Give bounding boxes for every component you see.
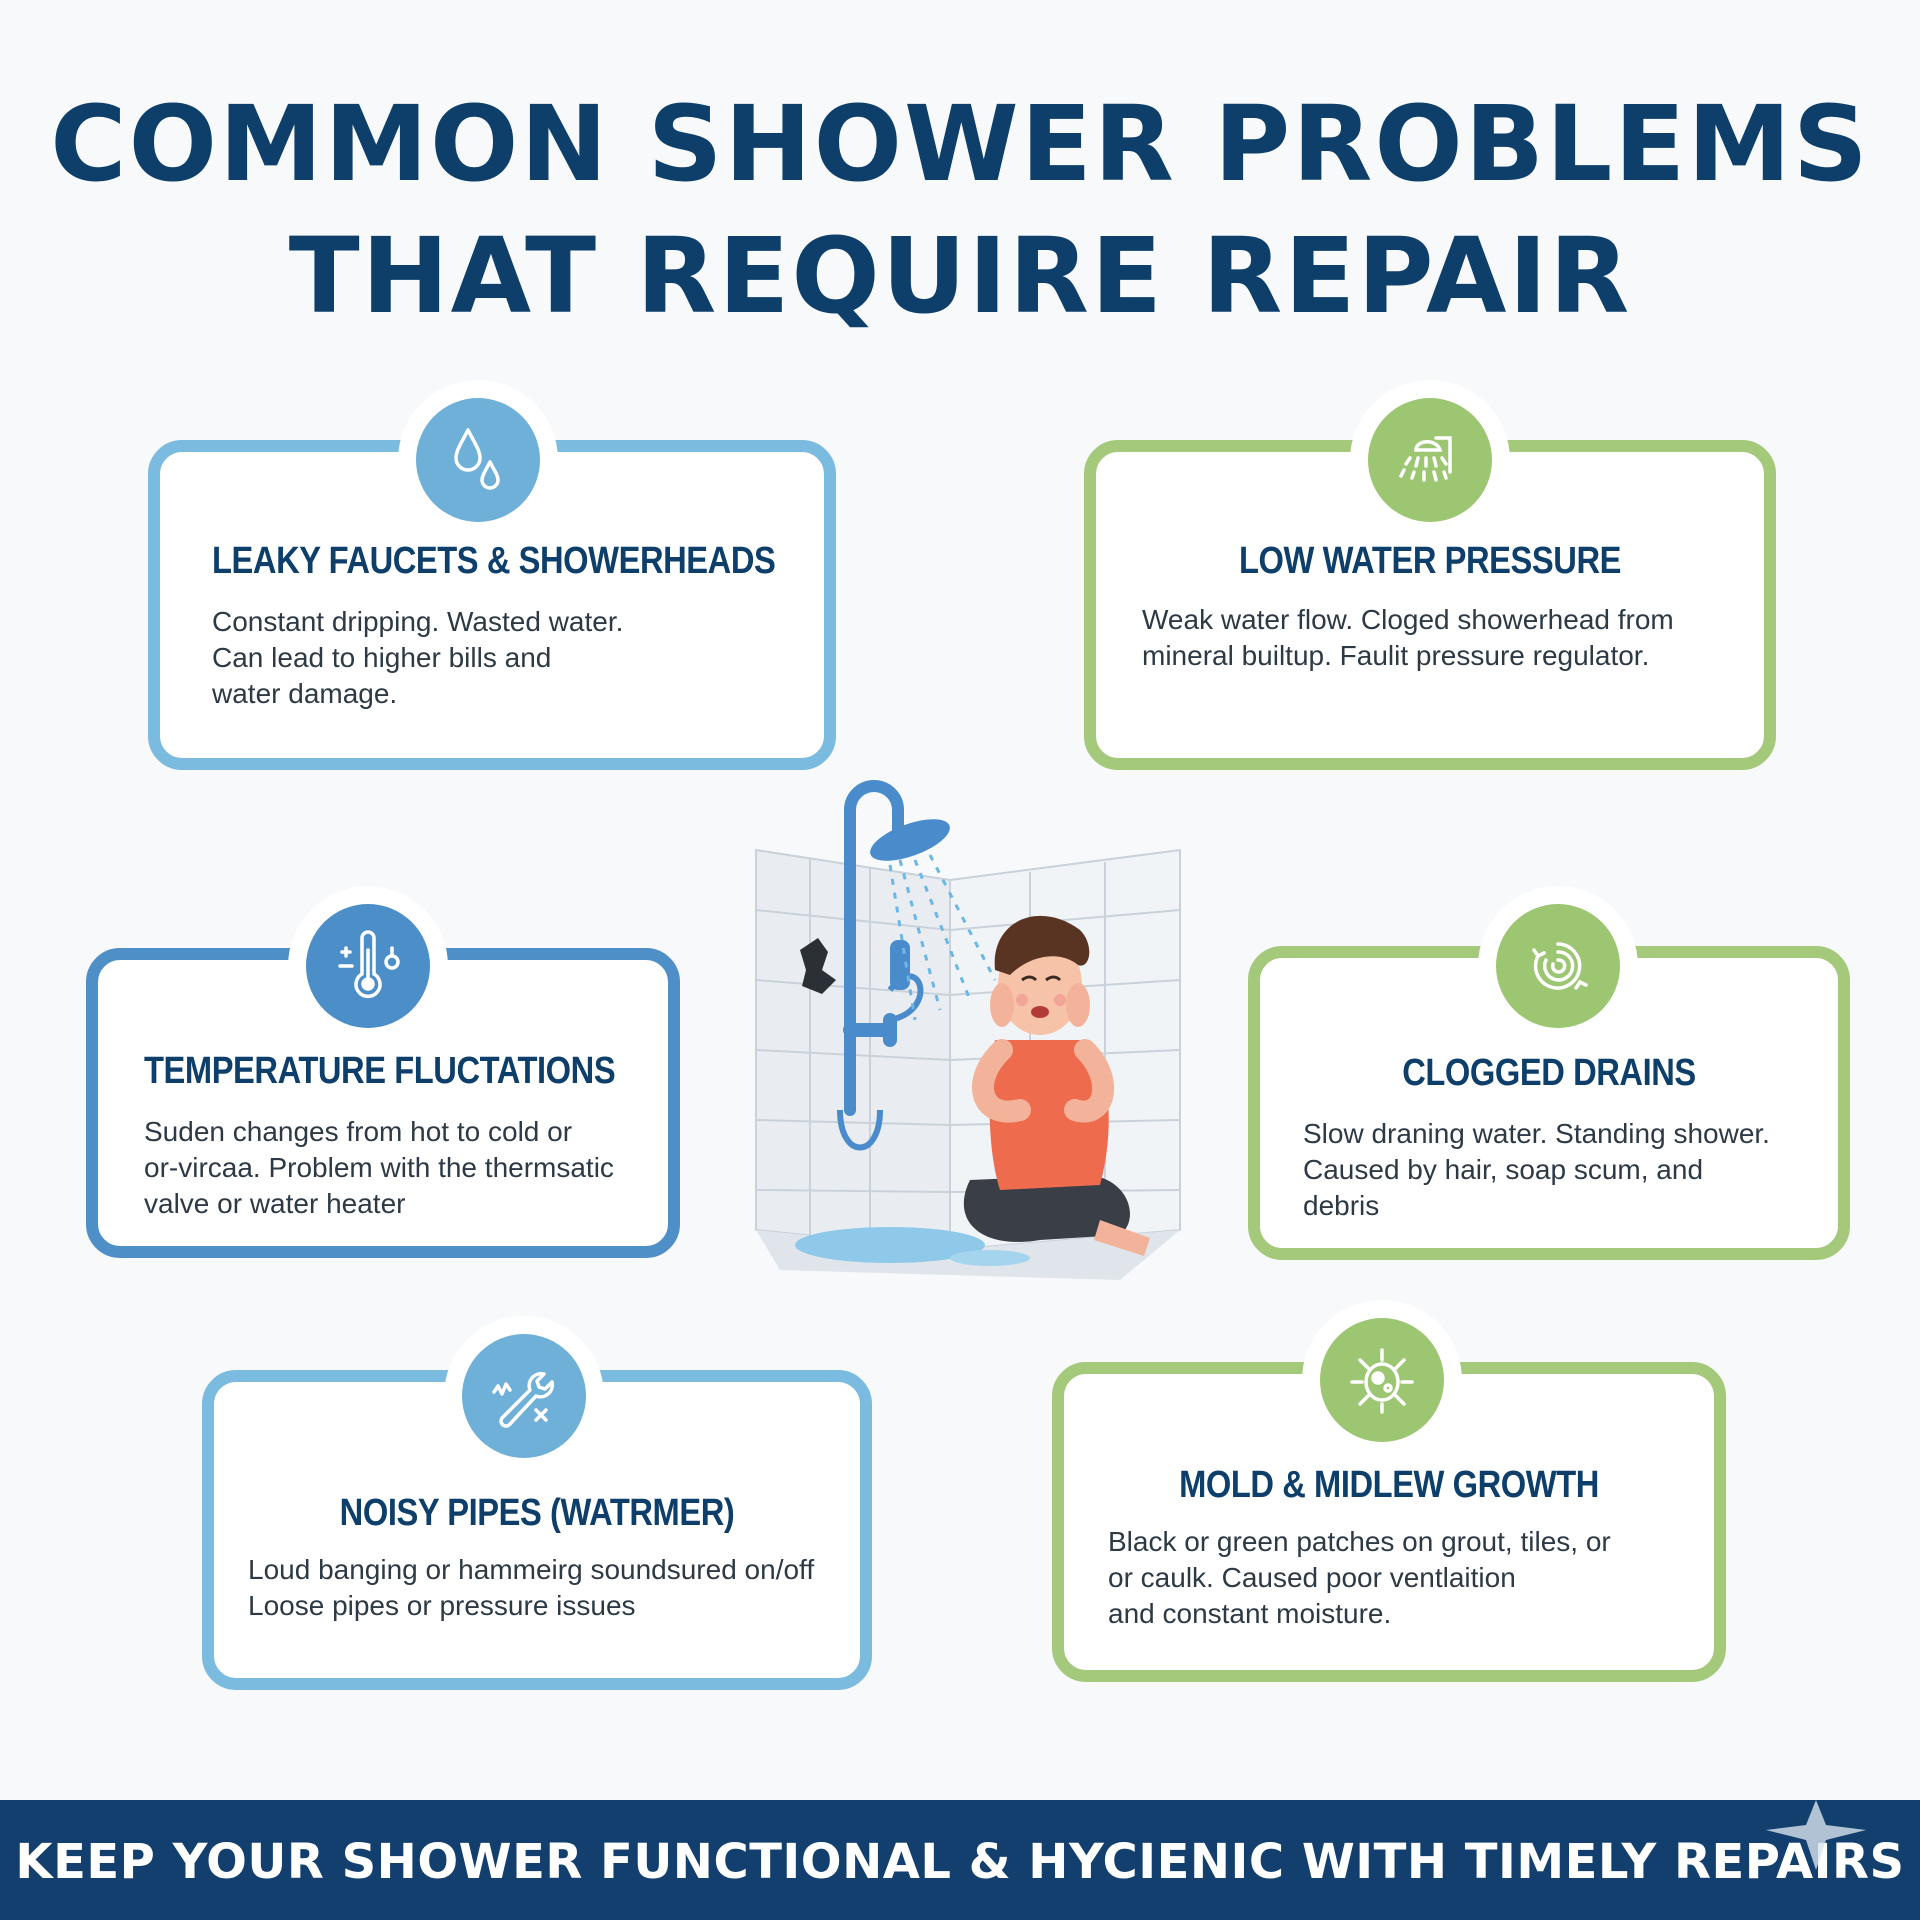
mold-spore-icon <box>1320 1318 1444 1442</box>
card-low-water-pressure <box>1084 440 1776 770</box>
showerhead-icon <box>1368 398 1492 522</box>
desc-line: Loud banging or hammeirg soundsured on/o… <box>248 1554 815 1585</box>
desc-line: debris <box>1303 1190 1380 1221</box>
desc-line: and constant moisture. <box>1108 1598 1392 1629</box>
card-desc-mold: Black or green patches on grout, tiles, … <box>1108 1524 1611 1632</box>
desc-line: valve or water heater <box>144 1188 406 1219</box>
card-desc-drains: Slow draning water. Standing shower. Cau… <box>1303 1116 1770 1224</box>
sparkle-icon <box>1766 1800 1866 1870</box>
footer-banner: KEEP YOUR SHOWER FUNCTIONAL & HYCIENIC W… <box>0 1800 1920 1920</box>
desc-line: mineral builtup. Faulit pressure regulat… <box>1142 640 1650 671</box>
drain-swirl-icon <box>1496 904 1620 1028</box>
card-title-leaky: LEAKY FAUCETS & SHOWERHEADS <box>212 540 776 582</box>
desc-line: or caulk. Caused poor ventlaition <box>1108 1562 1516 1593</box>
card-title-temperature: TEMPERATURE FLUCTATIONS <box>144 1050 616 1092</box>
card-title-pressure: LOW WATER PRESSURE <box>1238 540 1622 582</box>
desc-line: Loose pipes or pressure issues <box>248 1590 636 1621</box>
card-title-drains: CLOGGED DRAINS <box>1402 1052 1696 1094</box>
card-desc-leaky: Constant dripping. Wasted water. Can lea… <box>212 604 623 712</box>
card-desc-pressure: Weak water flow. Cloged showerhead from … <box>1142 602 1674 674</box>
card-title-mold: MOLD & MIDLEW GROWTH <box>1179 1464 1599 1506</box>
desc-line: Constant dripping. Wasted water. <box>212 606 624 637</box>
thermometer-icon <box>306 904 430 1028</box>
desc-line: Slow draning water. Standing shower. <box>1303 1118 1770 1149</box>
shower-illustration <box>755 780 1181 1280</box>
card-title-pipes: NOISY PIPES (WATRMER) <box>339 1492 735 1534</box>
desc-line: Caused by hair, soap scum, and <box>1303 1154 1704 1185</box>
desc-line: or-vircaa. Problem with the thermsatic <box>144 1152 614 1183</box>
desc-line: Black or green patches on grout, tiles, … <box>1108 1526 1611 1557</box>
page-title: COMMON SHOWER PROBLEMS THAT REQUIRE REPA… <box>0 78 1920 342</box>
footer-text: KEEP YOUR SHOWER FUNCTIONAL & HYCIENIC W… <box>15 1834 1905 1890</box>
card-desc-pipes: Loud banging or hammeirg soundsured on/o… <box>248 1552 814 1624</box>
title-line-1: COMMON SHOWER PROBLEMS <box>50 83 1870 205</box>
title-line-2: THAT REQUIRE REPAIR <box>288 215 1632 337</box>
card-desc-temperature: Suden changes from hot to cold or or-vir… <box>144 1114 614 1222</box>
wrench-icon <box>462 1334 586 1458</box>
desc-line: water damage. <box>212 678 398 709</box>
water-drops-icon <box>416 398 540 522</box>
desc-line: Weak water flow. Cloged showerhead from <box>1142 604 1674 635</box>
desc-line: Can lead to higher bills and <box>212 642 552 673</box>
desc-line: Suden changes from hot to cold or <box>144 1116 573 1147</box>
